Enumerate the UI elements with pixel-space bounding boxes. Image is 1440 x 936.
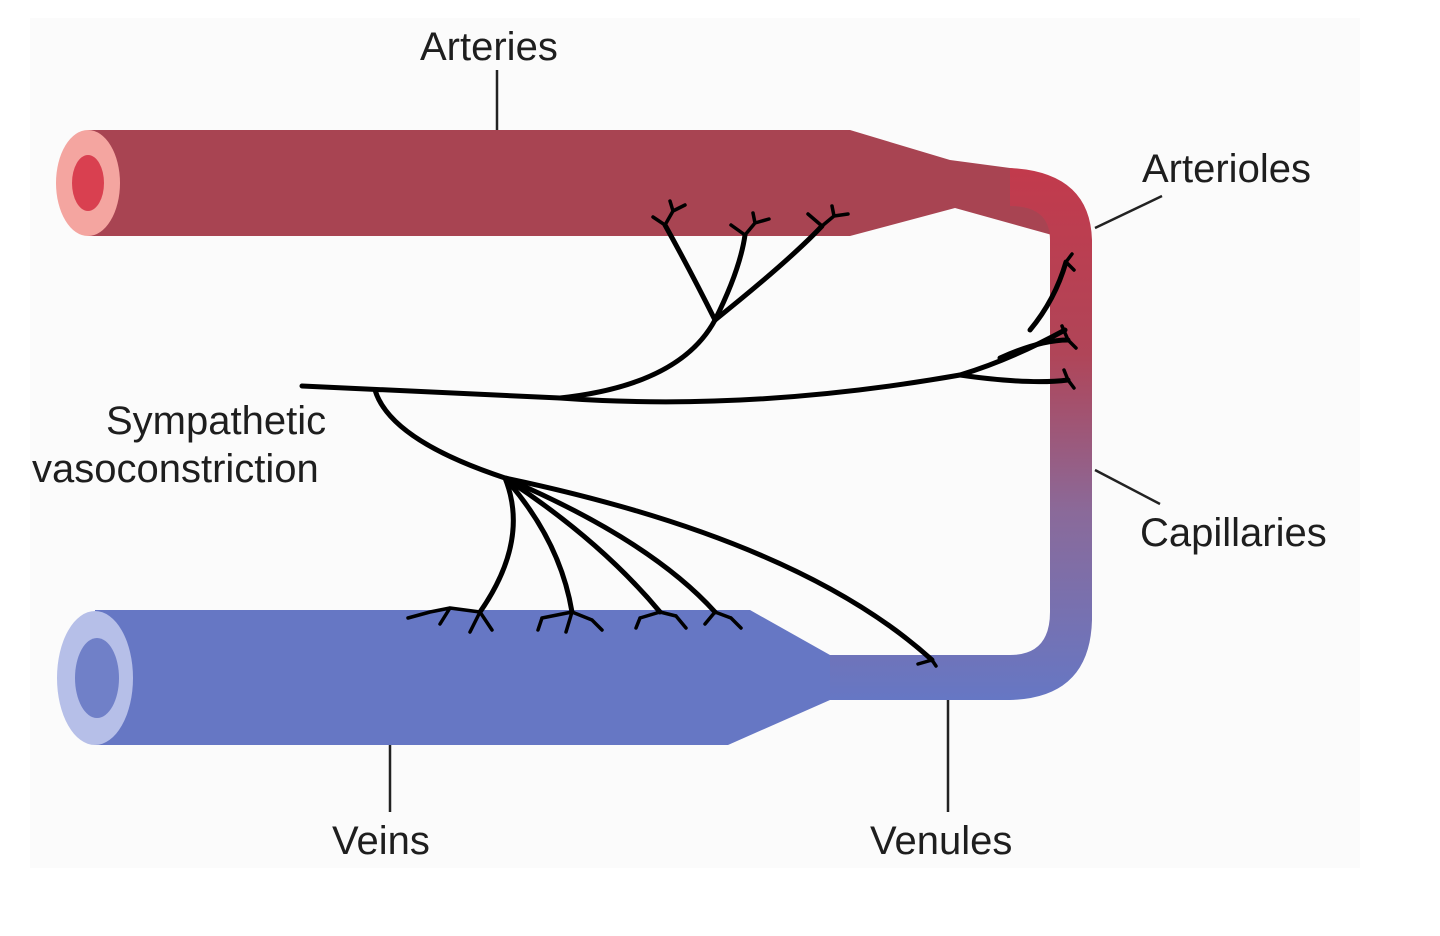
- vein-lumen-inner: [75, 638, 119, 718]
- vein-vessel: [95, 610, 830, 745]
- arterioles-label: Arterioles: [1142, 147, 1311, 191]
- arteries-label: Arteries: [420, 25, 558, 69]
- sympathetic-label-line1: Sympathetic: [106, 399, 327, 443]
- venules-label: Venules: [870, 819, 1013, 863]
- capillaries-label: Capillaries: [1140, 511, 1327, 555]
- artery-lumen-inner: [72, 155, 104, 211]
- nerve-terminals: [406, 199, 1078, 668]
- sympathetic-label-line2: vasoconstriction: [32, 447, 319, 491]
- capillary-loop: [830, 168, 1092, 700]
- arterioles-leader: [1094, 194, 1163, 230]
- veins-label: Veins: [332, 819, 430, 863]
- artery-vessel: [88, 130, 1070, 240]
- capillaries-leader: [1094, 468, 1161, 506]
- sympathetic-nerve: [299, 222, 1071, 663]
